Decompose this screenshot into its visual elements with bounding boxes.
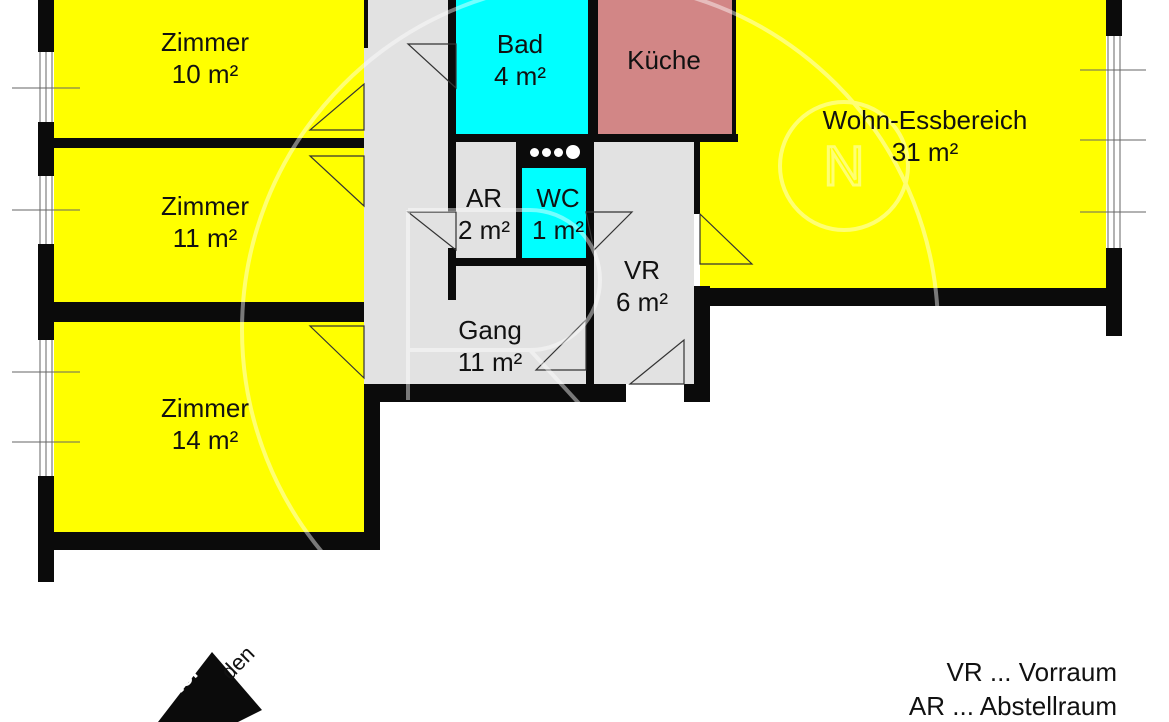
wall-ar-left	[448, 142, 456, 212]
wall-left-upper	[38, 0, 54, 52]
legend-item: VR ... Vorraum	[946, 657, 1118, 687]
wall-bad-left	[448, 0, 456, 142]
wall-vr-right-top	[694, 134, 700, 214]
compass-label-part1: Nor	[159, 659, 205, 704]
wall-ar-bottom	[448, 258, 594, 266]
zimmer-3-floor	[54, 322, 364, 532]
wall-ar-wc	[516, 142, 522, 260]
wall-right-lower	[1106, 248, 1122, 336]
wall-z3-right	[364, 384, 380, 550]
wall-z2-z3	[38, 302, 364, 322]
ar-floor	[456, 142, 516, 260]
vr-floor	[594, 142, 694, 384]
wall-left-mid1	[38, 122, 54, 176]
zimmer-1-floor	[54, 0, 364, 138]
wall-wohn-bottom	[694, 288, 1122, 306]
wall-left-mid2	[38, 244, 54, 340]
stove-burner-1	[530, 148, 539, 157]
wc-floor	[522, 168, 586, 258]
wall-z3-bottom	[38, 532, 380, 550]
stove-burner-3	[554, 148, 563, 157]
wall-vr-left	[586, 266, 594, 384]
wall-z1-z2	[38, 138, 364, 148]
wall-right-upper	[1106, 0, 1122, 36]
bad-floor	[456, 0, 588, 134]
wall-ar-left-lower	[448, 248, 456, 300]
wall-bad-kueche	[588, 0, 598, 142]
zimmer-2-floor	[54, 148, 364, 302]
wall-vr-right-bottom	[694, 286, 710, 402]
kueche-floor	[598, 0, 732, 134]
wall-left-lower	[38, 476, 54, 582]
compass-label-part2: den	[215, 640, 260, 685]
gang-floor-lower	[364, 260, 594, 384]
legend-item: AR ... Abstellraum	[908, 691, 1117, 721]
wall-kueche-right	[732, 0, 736, 142]
wohn-floor	[736, 0, 1106, 140]
wall-wc-right	[586, 142, 594, 266]
legend: VR ... Vorraum AR ... Abstellraum	[909, 655, 1117, 722]
stove-burner-2	[542, 148, 551, 157]
stove-burner-4	[566, 145, 580, 159]
wall-corridor-bottom	[364, 384, 626, 402]
wohn-floor-lower	[700, 140, 1106, 290]
wall-corridor-right-top	[364, 0, 368, 48]
